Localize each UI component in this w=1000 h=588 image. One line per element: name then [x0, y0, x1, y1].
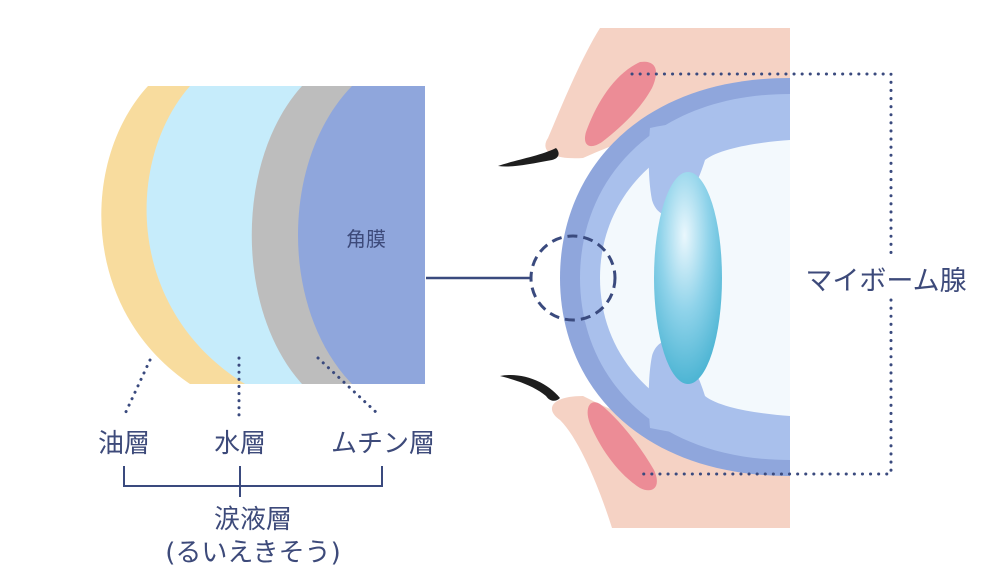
- meibomian-gland-lower: [587, 402, 657, 491]
- oil-layer-label: 油層: [98, 429, 150, 459]
- meibomian-gland-upper: [584, 61, 656, 147]
- crystalline-lens: [654, 172, 722, 384]
- layer-stack: [101, 86, 425, 384]
- lower-eyelash: [500, 374, 560, 401]
- tear-film-reading: (るいえきそう): [165, 538, 341, 568]
- mucin-layer-label: ムチン層: [331, 429, 435, 459]
- cornea-label: 角膜: [346, 227, 386, 251]
- tear-film-bracket: [123, 466, 383, 497]
- tear-film-label: 涙液層: [214, 505, 292, 535]
- layer-leaders: [122, 356, 380, 418]
- water-layer-label: 水層: [214, 429, 266, 459]
- cornea-band: [298, 86, 425, 384]
- mucin-leader: [316, 356, 380, 416]
- meibomian-bracket: [630, 72, 893, 476]
- meibomian-gland-label: マイボーム腺: [805, 266, 966, 297]
- oil-leader: [122, 358, 152, 418]
- magnify-circle: [529, 234, 617, 322]
- upper-eyelash: [498, 148, 559, 167]
- eye-cross-section: [498, 28, 790, 528]
